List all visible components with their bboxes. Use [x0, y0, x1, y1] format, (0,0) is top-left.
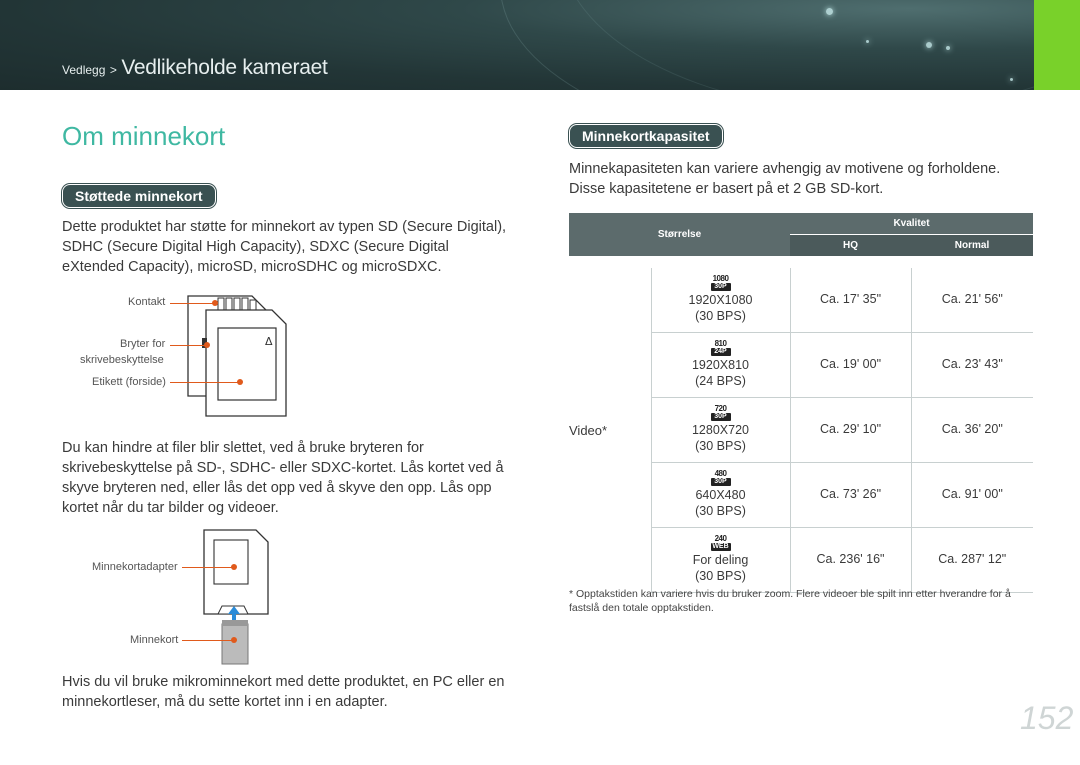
leader-line [170, 303, 214, 304]
leader-line [170, 345, 206, 346]
hq-time: Ca. 236' 16" [816, 552, 885, 566]
leader-dot [231, 564, 237, 570]
paragraph-capacity-intro: Minnekapasiteten kan variere avhengig av… [569, 161, 1001, 197]
resolution: 1920X810 [691, 358, 749, 372]
leader-line [182, 567, 234, 568]
label-adapter: Minnekortadapter [92, 561, 178, 573]
label-front-label: Etikett (forside) [92, 376, 166, 388]
frame-rate: (30 BPS) [695, 309, 746, 323]
frame-rate: (30 BPS) [695, 504, 746, 518]
sd-card-illustration: Δ [187, 295, 287, 417]
decorative-sparkle [946, 46, 950, 50]
label-switch-line1: Bryter for [120, 338, 166, 350]
paragraph-adapter: Hvis du vil bruke mikrominnekort med det… [62, 674, 505, 710]
header-hq: HQ [790, 234, 911, 256]
decorative-sparkle [926, 42, 932, 48]
page-title: Om minnekort [62, 121, 226, 151]
section-title-supported-cards: Støttede minnekort [62, 184, 216, 208]
decorative-sparkle [826, 8, 833, 15]
resolution: For deling [692, 553, 749, 567]
leader-dot [231, 637, 237, 643]
header-normal: Normal [911, 234, 1033, 256]
hq-time: Ca. 17' 35" [819, 292, 882, 306]
page-number: 152 [1020, 700, 1074, 736]
label-contact: Kontakt [128, 296, 166, 308]
row-group-video: Video* [569, 422, 608, 438]
hq-time: Ca. 73' 26" [819, 487, 882, 501]
decorative-sparkle [1010, 78, 1013, 81]
paragraph-write-protect: Du kan hindre at filer blir slettet, ved… [62, 440, 504, 516]
hq-time: Ca. 19' 00" [819, 357, 882, 371]
frame-rate: (30 BPS) [695, 569, 746, 583]
paragraph-supported-cards: Dette produktet har støtte for minnekort… [62, 219, 507, 275]
normal-time: Ca. 91' 00" [941, 487, 1003, 501]
footnote: * Opptakstiden kan variere hvis du bruke… [569, 588, 1011, 614]
microsd-adapter-illustration [203, 529, 269, 665]
label-switch-line2: skrivebeskyttelse [80, 354, 164, 366]
header-quality: Kvalitet [790, 213, 1033, 235]
leader-dot [237, 379, 243, 385]
leader-line [182, 640, 234, 641]
leader-dot [212, 300, 218, 306]
hq-time: Ca. 29' 10" [819, 422, 882, 436]
normal-time: Ca. 36' 20" [941, 422, 1003, 436]
breadcrumb-parent[interactable]: Vedlegg [62, 63, 106, 77]
header-size: Størrelse [569, 213, 790, 256]
normal-time: Ca. 23' 43" [941, 357, 1003, 371]
leader-line [170, 382, 240, 383]
header-banner: Vedlegg > Vedlikeholde kameraet [0, 0, 1034, 90]
resolution: 1920X1080 [688, 293, 753, 307]
normal-time: Ca. 21' 56" [941, 292, 1003, 306]
decorative-sparkle [866, 40, 869, 43]
section-title-capacity: Minnekortkapasitet [569, 124, 723, 148]
resolution: 640X480 [695, 488, 746, 502]
resolution: 1280X720 [691, 423, 749, 437]
breadcrumb-current: Vedlikeholde kameraet [121, 56, 328, 79]
normal-time: Ca. 287' 12" [938, 552, 1007, 566]
breadcrumb: Vedlegg > Vedlikeholde kameraet [62, 56, 328, 80]
frame-rate: (24 BPS) [695, 374, 746, 388]
leader-dot [204, 342, 210, 348]
breadcrumb-separator: > [109, 63, 117, 77]
capacity-table: Størrelse Kvalitet HQ Normal Video* 1080… [569, 213, 1033, 593]
chapter-tab [1034, 0, 1080, 90]
svg-text:Δ: Δ [265, 335, 273, 348]
label-microsd-card: Minnekort [130, 634, 179, 646]
frame-rate: (30 BPS) [695, 439, 746, 453]
